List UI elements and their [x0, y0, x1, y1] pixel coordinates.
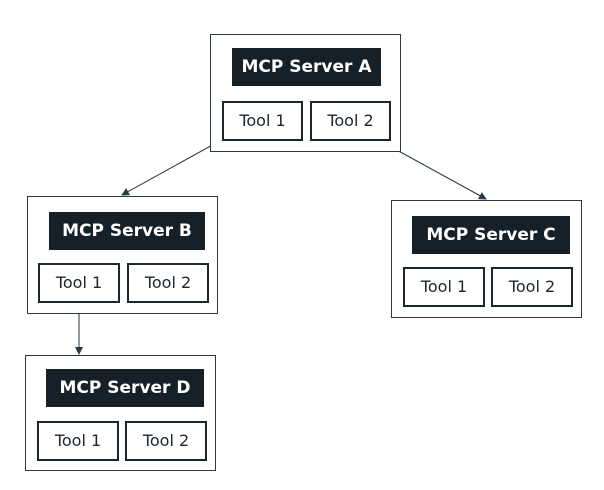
server-d-tool-1: Tool 1 — [37, 421, 119, 461]
server-b-tool-1: Tool 1 — [38, 263, 120, 303]
server-b-node: MCP Server B Tool 1 Tool 2 — [27, 196, 218, 314]
connector-a-to-c — [383, 142, 487, 200]
server-c-tool-1: Tool 1 — [403, 267, 485, 307]
server-d-tool-2: Tool 2 — [125, 421, 207, 461]
server-a-tool-1: Tool 1 — [222, 101, 303, 141]
server-c-title: MCP Server C — [412, 216, 570, 254]
server-d-node: MCP Server D Tool 1 Tool 2 — [25, 355, 216, 471]
server-a-node: MCP Server A Tool 1 Tool 2 — [210, 34, 401, 152]
server-d-title: MCP Server D — [46, 369, 204, 407]
connector-a-to-b — [121, 142, 217, 196]
server-a-tool-2: Tool 2 — [310, 101, 391, 141]
server-b-title: MCP Server B — [49, 212, 205, 250]
server-b-tool-2: Tool 2 — [127, 263, 209, 303]
server-c-tool-2: Tool 2 — [491, 267, 573, 307]
server-c-node: MCP Server C Tool 1 Tool 2 — [391, 200, 582, 318]
server-a-title: MCP Server A — [232, 48, 381, 86]
